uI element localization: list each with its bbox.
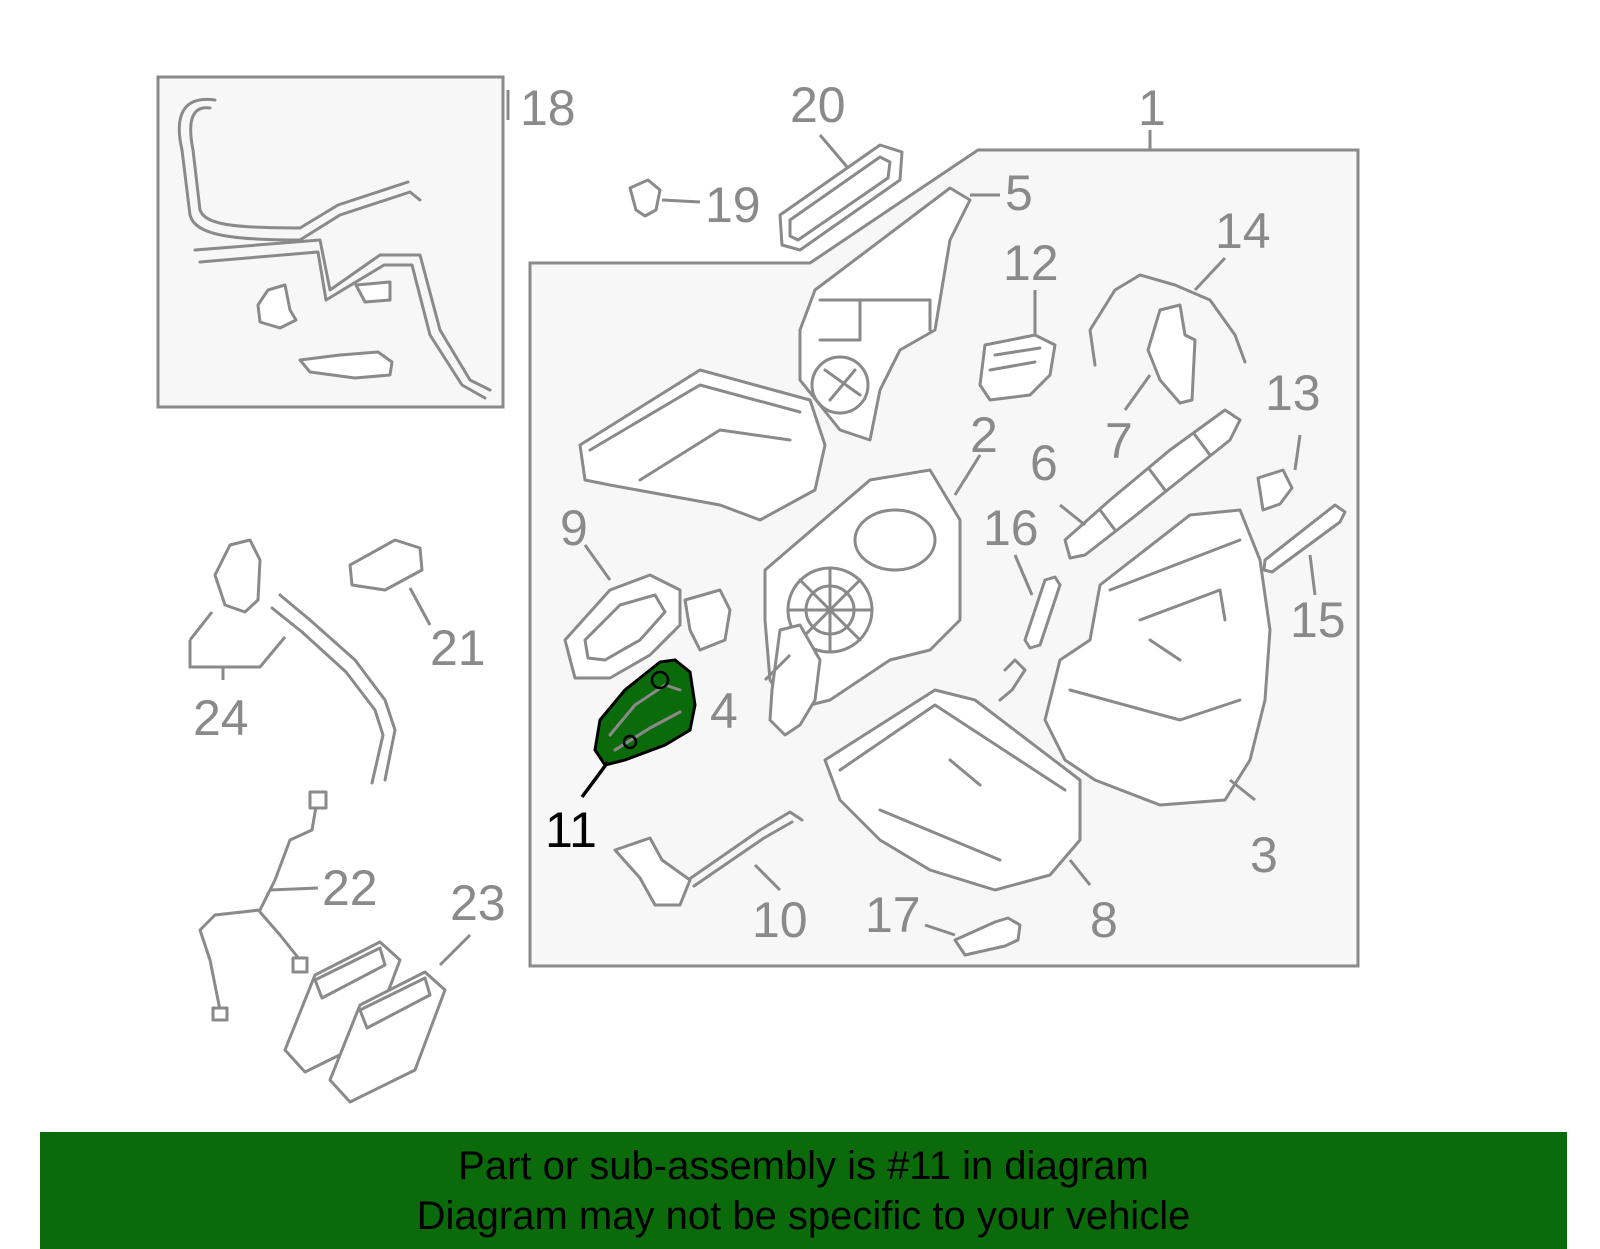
part-12-flap [978,333,1057,402]
part-13-clip [1256,468,1294,512]
part-16-bar [998,575,1062,702]
callout-21: 21 [430,620,486,676]
part-3-main-case [1043,508,1272,807]
part-small-actuator [683,588,732,652]
part-10-harness [613,810,804,907]
part-18-lines [177,97,492,400]
callout-18: 18 [520,80,576,136]
part-7-bracket [1146,303,1197,405]
group-box-18 [156,75,505,409]
callout-19: 19 [705,177,761,233]
part-14-cable [1088,273,1247,367]
part-8-lower-case [823,688,1082,892]
callout-7: 7 [1105,413,1133,469]
part-17-bolt [953,916,1022,957]
callout-15: 15 [1290,592,1346,648]
part-21-resistor [348,538,424,592]
callout-6: 6 [1030,435,1058,491]
part-15-seal [1262,503,1347,574]
banner-line-2: Diagram may not be specific to your vehi… [416,1193,1191,1238]
callout-23: 23 [450,875,506,931]
callout-14: 14 [1215,203,1271,259]
callout-17: 17 [865,887,921,943]
callout-5: 5 [1005,165,1033,221]
callout-labels: 18 1 20 19 5 12 14 7 13 2 6 9 16 15 4 3 … [193,77,1346,948]
callout-24: 24 [193,690,249,746]
part-20-gasket [778,143,904,252]
part-5-duct [798,186,972,442]
parts-diagram: 18 1 20 19 5 12 14 7 13 2 6 9 16 15 4 3 … [156,75,1360,1104]
callout-16: 16 [983,500,1039,556]
callout-12: 12 [1003,235,1059,291]
banner-line-1: Part or sub-assembly is #11 in diagram [458,1143,1149,1188]
callout-1: 1 [1138,80,1166,136]
info-banner: Part or sub-assembly is #11 in diagram D… [40,1132,1567,1249]
part-4-bracket [768,623,822,737]
part-6-duct-tube [1063,408,1242,560]
callout-13: 13 [1265,365,1321,421]
callout-3: 3 [1250,827,1278,883]
callout-11: 11 [545,802,597,858]
part-24-hoses [213,538,397,785]
callout-22: 22 [322,860,378,916]
part-9-seal [563,573,682,680]
callout-9: 9 [560,500,588,556]
callout-2: 2 [970,407,998,463]
callout-10: 10 [752,892,808,948]
callout-4: 4 [710,683,738,739]
leader-11 [580,760,610,799]
callout-20: 20 [790,77,846,133]
part-22-harness [198,790,328,1022]
leader-lines [188,90,1317,967]
part-upper-housing [578,368,827,522]
part-11-highlighted [593,658,697,767]
part-19-valve [628,178,662,218]
part-23-filters [283,940,447,1104]
callout-8: 8 [1090,892,1118,948]
